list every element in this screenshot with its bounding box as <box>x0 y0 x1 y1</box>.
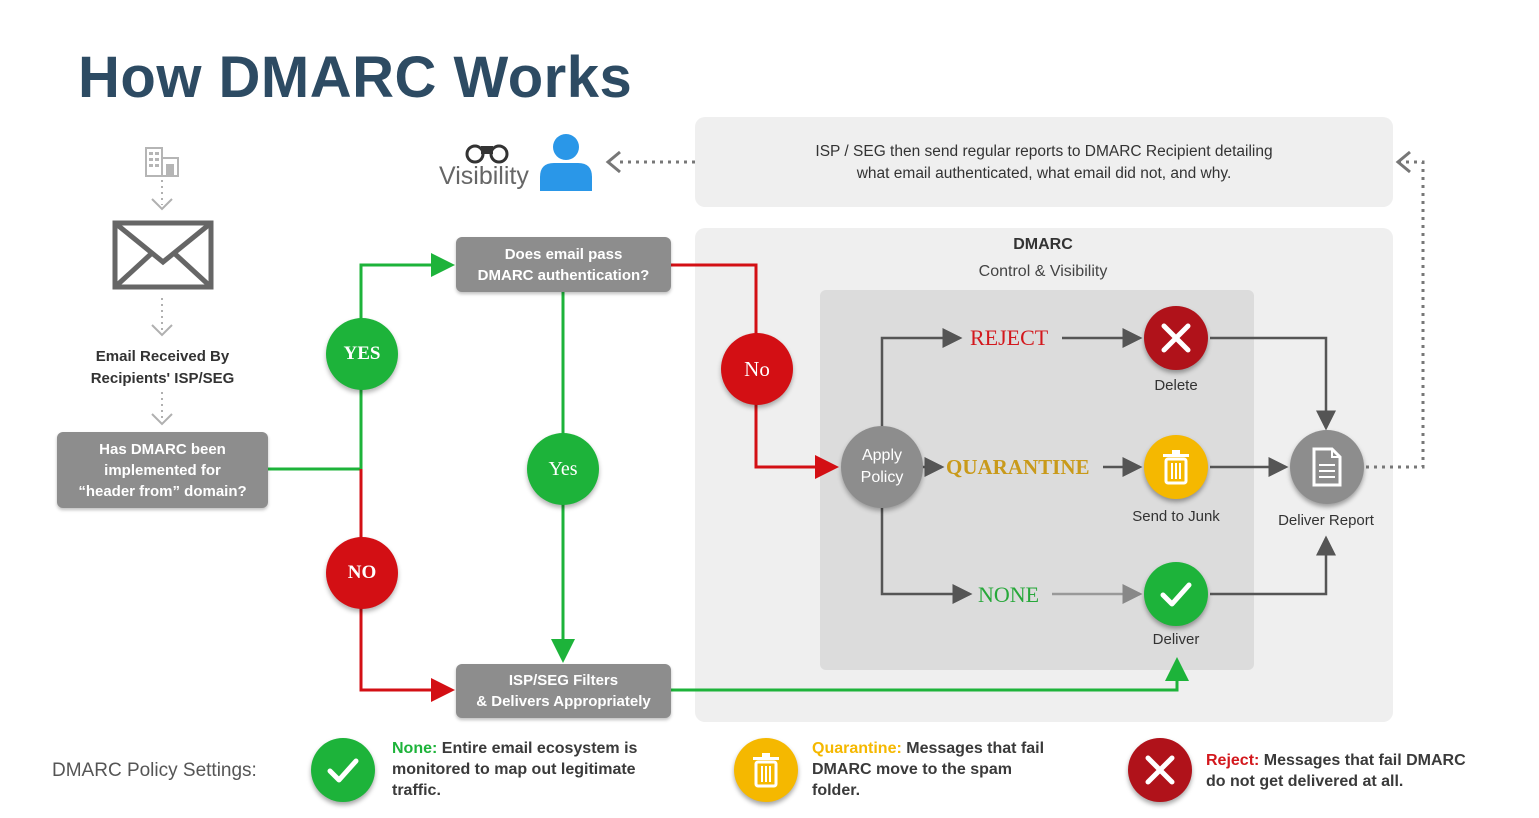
deliver-report-circle <box>1290 430 1364 504</box>
dmarc-panel-subtitle: Control & Visibility <box>978 263 1108 280</box>
binoculars-icon <box>465 144 509 164</box>
pass-auth-box: Does email pass DMARC authentication? <box>456 237 671 292</box>
page-title: How DMARC Works <box>78 45 633 110</box>
trash-icon <box>753 753 779 788</box>
building-icon <box>145 147 179 177</box>
deliver-label: Deliver <box>1152 631 1200 648</box>
filters-box: ISP/SEG Filters & Delivers Appropriately <box>456 664 671 718</box>
deliver-icon-circle <box>1144 562 1208 626</box>
legend-none-line2: monitored to map out legitimate <box>392 761 636 778</box>
legend-none-line3: traffic. <box>392 782 441 799</box>
no-lower-circle: No <box>721 333 793 405</box>
x-icon <box>1161 323 1191 353</box>
legend-quarantine-line2: DMARC move to the spam <box>812 761 1013 778</box>
no-upper-circle: NO <box>326 537 398 609</box>
junk-icon-circle <box>1144 435 1208 499</box>
filters-line1: ISP/SEG Filters <box>508 672 619 689</box>
dmarc-panel-title: DMARC <box>1013 236 1073 253</box>
legend-none-icon <box>311 738 375 802</box>
deliver-report-label: Deliver Report <box>1278 512 1374 529</box>
report-text: ISP / SEG then send regular reports to D… <box>700 141 1388 185</box>
has-dmarc-line1: Has DMARC been <box>99 440 226 458</box>
person-icon <box>540 134 592 191</box>
envelope-icon <box>112 220 214 290</box>
junk-label: Send to Junk <box>1132 508 1220 525</box>
legend-quarantine-line1: Messages that fail <box>901 740 1045 757</box>
legend-reject-line2: do not get delivered at all. <box>1206 773 1404 790</box>
email-received-line1: Email Received By <box>95 348 230 365</box>
delete-label: Delete <box>1154 377 1198 394</box>
legend-reject-icon <box>1128 738 1192 802</box>
quarantine-label: QUARANTINE <box>946 455 1090 479</box>
apply-policy-circle: Apply Policy <box>841 426 923 508</box>
visibility-label: Visibility <box>439 162 529 190</box>
legend-none-text: None: Entire email ecosystem is monitore… <box>392 738 692 801</box>
legend-none-key: None: <box>392 740 438 757</box>
legend-quarantine-icon <box>734 738 798 802</box>
check-icon <box>327 758 359 783</box>
email-received-line2: Recipients' ISP/SEG <box>90 370 235 387</box>
legend-quarantine-key: Quarantine: <box>812 740 902 757</box>
yes-lower-circle: Yes <box>527 433 599 505</box>
report-text-line2: what email authenticated, what email did… <box>856 165 1232 182</box>
has-dmarc-line3: “header from” domain? <box>78 482 247 500</box>
legend-reject-key: Reject: <box>1206 752 1260 769</box>
legend-none-line1: Entire email ecosystem is <box>437 740 638 757</box>
yes-upper-circle: YES <box>326 318 398 390</box>
pass-line2: DMARC authentication? <box>477 266 650 284</box>
email-received-label: Email Received By Recipients' ISP/SEG <box>70 346 255 390</box>
reject-label: REJECT <box>970 325 1049 350</box>
has-dmarc-box: Has DMARC been implemented for “header f… <box>57 432 268 508</box>
x-icon <box>1145 755 1175 785</box>
apply-line2: Policy <box>860 469 904 486</box>
none-label: NONE <box>978 582 1040 607</box>
legend-quarantine-text: Quarantine: Messages that fail DMARC mov… <box>812 738 1092 801</box>
legend-heading: DMARC Policy Settings: <box>52 760 257 781</box>
pass-line1: Does email pass <box>504 245 623 263</box>
report-panel <box>695 117 1393 207</box>
apply-line1: Apply <box>861 447 903 464</box>
trash-icon <box>1163 450 1189 485</box>
legend-quarantine-line3: folder. <box>812 782 861 799</box>
check-icon <box>1160 582 1192 607</box>
has-dmarc-line2: implemented for <box>104 461 221 479</box>
delete-icon-circle <box>1144 306 1208 370</box>
document-icon <box>1312 447 1342 487</box>
legend-reject-line1: Messages that fail DMARC <box>1259 752 1466 769</box>
report-text-line1: ISP / SEG then send regular reports to D… <box>815 143 1273 160</box>
legend-reject-text: Reject: Messages that fail DMARC do not … <box>1206 750 1506 792</box>
filters-line2: & Delivers Appropriately <box>476 693 651 710</box>
